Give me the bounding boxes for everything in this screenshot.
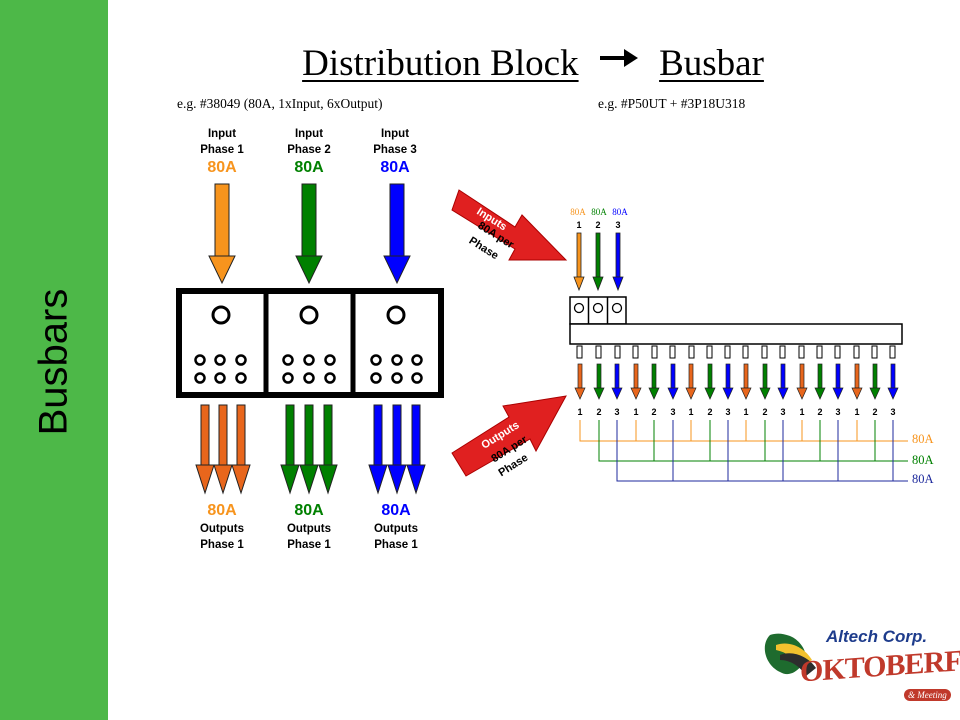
- input-label-line2: Phase 1: [200, 144, 244, 156]
- output-arrows-phase1: [195, 404, 251, 495]
- output-label-line1: Outputs: [199, 523, 245, 535]
- right-label-phase2: 80A: [912, 453, 934, 467]
- right-label-phase1: 80A: [912, 432, 934, 446]
- input-terminal: [299, 305, 319, 325]
- right-arrow-icon: [598, 36, 640, 79]
- busbar-output-number: 3: [670, 407, 675, 417]
- output-terminals: [194, 354, 423, 384]
- busbar-input-amps-1: 80A: [570, 207, 586, 217]
- busbar-output-number: 2: [651, 407, 656, 417]
- input-arrow-phase1: [208, 183, 236, 285]
- input-amps-phase2: 80A: [294, 159, 324, 176]
- busbar-output-number: 1: [743, 407, 748, 417]
- input-label-phase3: Input Phase 3: [355, 126, 435, 158]
- busbar-output-number: 2: [762, 407, 767, 417]
- busbar-output-number: 2: [817, 407, 822, 417]
- busbar-input-terminal: [592, 302, 604, 314]
- busbar-output-number: 2: [872, 407, 877, 417]
- busbar-pins: [576, 345, 896, 359]
- busbar-input-amps-3: 80A: [612, 207, 628, 217]
- subtitle-left: e.g. #38049 (80A, 1xInput, 6xOutput): [177, 96, 383, 111]
- output-label-line2: Phase 1: [287, 539, 331, 551]
- busbar-input-terminal: [611, 302, 623, 314]
- output-arrows-phase2: [280, 404, 338, 495]
- logo-corp-text: Altech Corp.: [826, 627, 928, 646]
- slide-title: Distribution Block Busbar: [0, 36, 960, 85]
- output-arrows-phase3: [368, 404, 426, 495]
- busbar-input-number-1: 1: [576, 220, 581, 230]
- busbar-output-number: 1: [577, 407, 582, 417]
- busbar-output-number: 3: [780, 407, 785, 417]
- oktoberfest-logo-graphic: [764, 633, 816, 676]
- output-label-line2: Phase 1: [374, 539, 418, 551]
- input-label-phase2: Input Phase 2: [269, 126, 349, 158]
- busbar-output-number: 3: [614, 407, 619, 417]
- phase-collection-lines: [579, 420, 908, 482]
- output-label-line1: Outputs: [286, 523, 332, 535]
- subtitle-right: e.g. #P50UT + #3P18U318: [598, 96, 746, 111]
- busbar-output-arrows: [574, 363, 899, 400]
- busbar-input-number-3: 3: [615, 220, 620, 230]
- busbar-output-number: 2: [707, 407, 712, 417]
- input-amps-phase3: 80A: [380, 159, 410, 176]
- busbar-output-number: 1: [688, 407, 693, 417]
- output-label-3: Outputs Phase 1: [356, 521, 436, 553]
- busbar-output-number: 3: [835, 407, 840, 417]
- distribution-block: [176, 183, 444, 495]
- input-terminal: [211, 305, 231, 325]
- busbar-input-terminal: [573, 302, 585, 314]
- input-label-line1: Input: [207, 128, 237, 140]
- busbar-output-number: 1: [854, 407, 859, 417]
- busbar-output-number: 3: [725, 407, 730, 417]
- logo-meeting-text: & Meeting: [904, 689, 951, 701]
- inputs-callout-arrow: Inputs 80A per Phase: [451, 189, 568, 262]
- output-label-2: Outputs Phase 1: [269, 521, 349, 553]
- input-amps-phase1: 80A: [207, 159, 237, 176]
- sidebar: Busbars: [0, 0, 108, 720]
- busbar-input-arrows: [573, 232, 624, 292]
- output-amps-phase3: 80A: [381, 502, 411, 519]
- input-terminal: [386, 305, 406, 325]
- busbar-output-number: 3: [890, 407, 895, 417]
- busbar-output-number: 1: [633, 407, 638, 417]
- input-label-line1: Input: [380, 128, 410, 140]
- busbar: 80A 80A 80A 1 2 3: [569, 207, 908, 482]
- title-right: Busbar: [659, 43, 764, 84]
- busbar-main-bar: [569, 323, 903, 345]
- output-label-line2: Phase 1: [200, 539, 244, 551]
- busbar-output-number: 1: [799, 407, 804, 417]
- title-left: Distribution Block: [302, 43, 579, 84]
- busbar-input-amps-2: 80A: [591, 207, 607, 217]
- output-amps-phase1: 80A: [207, 502, 237, 519]
- outputs-callout-arrow: Outputs 80A per Phase: [451, 395, 567, 479]
- input-arrow-phase2: [295, 183, 323, 285]
- input-label-phase1: Input Phase 1: [182, 126, 262, 158]
- input-label-line2: Phase 3: [373, 144, 417, 156]
- input-arrow-phase3: [383, 183, 411, 285]
- output-label-line1: Outputs: [373, 523, 419, 535]
- busbar-input-number-2: 2: [595, 220, 600, 230]
- busbar-output-number: 2: [596, 407, 601, 417]
- input-label-line1: Input: [294, 128, 324, 140]
- input-label-line2: Phase 2: [287, 144, 331, 156]
- right-label-phase3: 80A: [912, 472, 934, 486]
- output-amps-phase2: 80A: [294, 502, 324, 519]
- output-label-1: Outputs Phase 1: [182, 521, 262, 553]
